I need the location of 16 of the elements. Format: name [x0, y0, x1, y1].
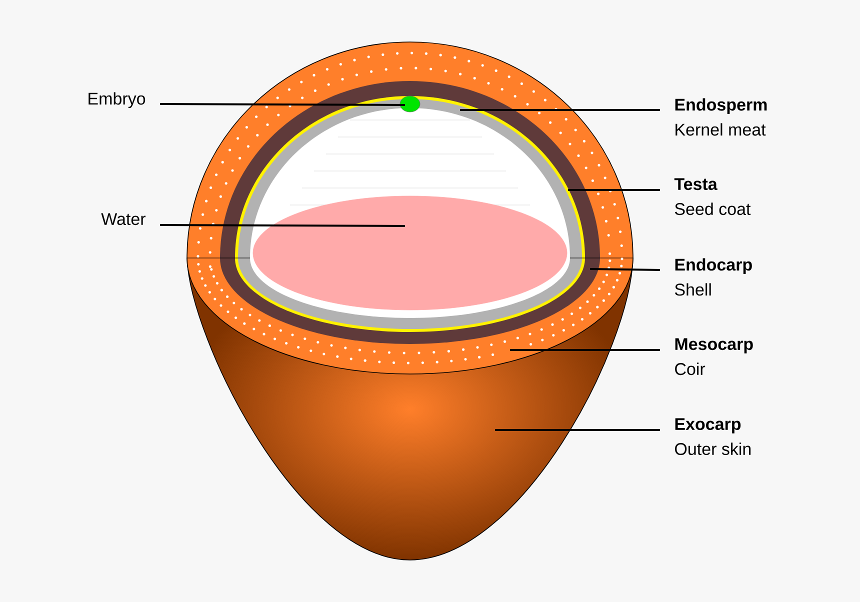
part-label: Embryo [88, 92, 146, 108]
part-label: Testa Seed coat [674, 178, 751, 216]
leader-line [590, 268, 660, 271]
part-label: Endocarp Shell [674, 258, 752, 296]
part-label: Endosperm Kernel meat [675, 98, 767, 136]
leader-line [460, 109, 660, 111]
leader-line [495, 429, 660, 431]
water-cavity [252, 196, 568, 310]
part-label: Water [101, 213, 146, 226]
leader-line [160, 224, 405, 227]
leader-line [160, 103, 405, 106]
leader-line [510, 349, 660, 351]
part-label: Mesocarp Coir [675, 338, 753, 376]
part-label: Exocarp Outer skin [675, 418, 751, 456]
embryo [400, 96, 420, 112]
leader-line [568, 189, 660, 191]
